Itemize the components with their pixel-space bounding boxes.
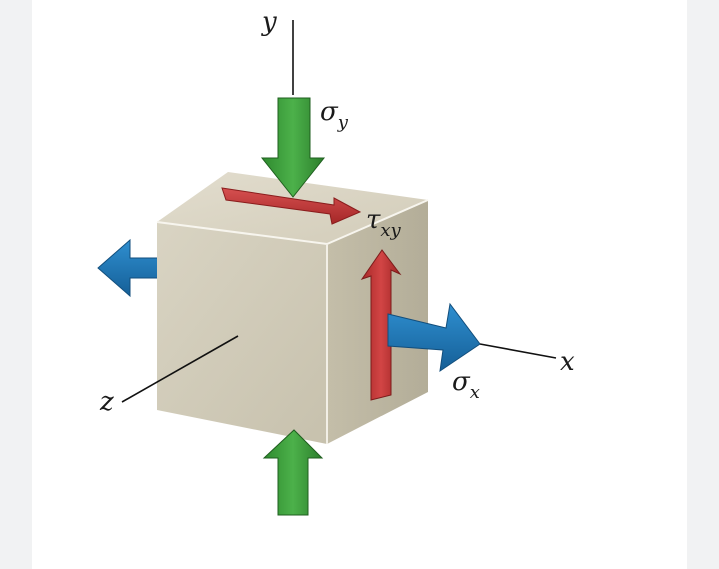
sigma-x-subscript: x — [470, 382, 480, 403]
sigma-y-label: σy — [320, 97, 349, 133]
z-axis-line — [121, 335, 239, 403]
sigma-x-right-arrow — [387, 302, 481, 373]
tau-xy-symbol: τ — [366, 205, 381, 235]
cube-front-face — [157, 222, 327, 444]
x-axis-line — [479, 343, 557, 359]
sigma-x-label: σx — [452, 367, 480, 403]
tau-xy-subscript: xy — [380, 220, 401, 241]
sigma-x-left-arrow — [97, 238, 163, 298]
tau-xy-top-arrow — [221, 187, 362, 225]
sigma-y-bottom-arrow — [262, 429, 324, 516]
sigma-y-subscript: y — [337, 112, 349, 133]
tau-xy-label: τxy — [366, 205, 402, 241]
z-axis-label: z — [99, 387, 114, 417]
y-axis-label: y — [261, 7, 277, 37]
sigma-y-symbol: σ — [320, 97, 339, 127]
sigma-y-top-arrow — [260, 97, 326, 198]
x-axis-label: x — [560, 347, 575, 377]
sigma-x-symbol: σ — [452, 367, 471, 397]
tau-xy-side-arrow — [360, 249, 402, 401]
